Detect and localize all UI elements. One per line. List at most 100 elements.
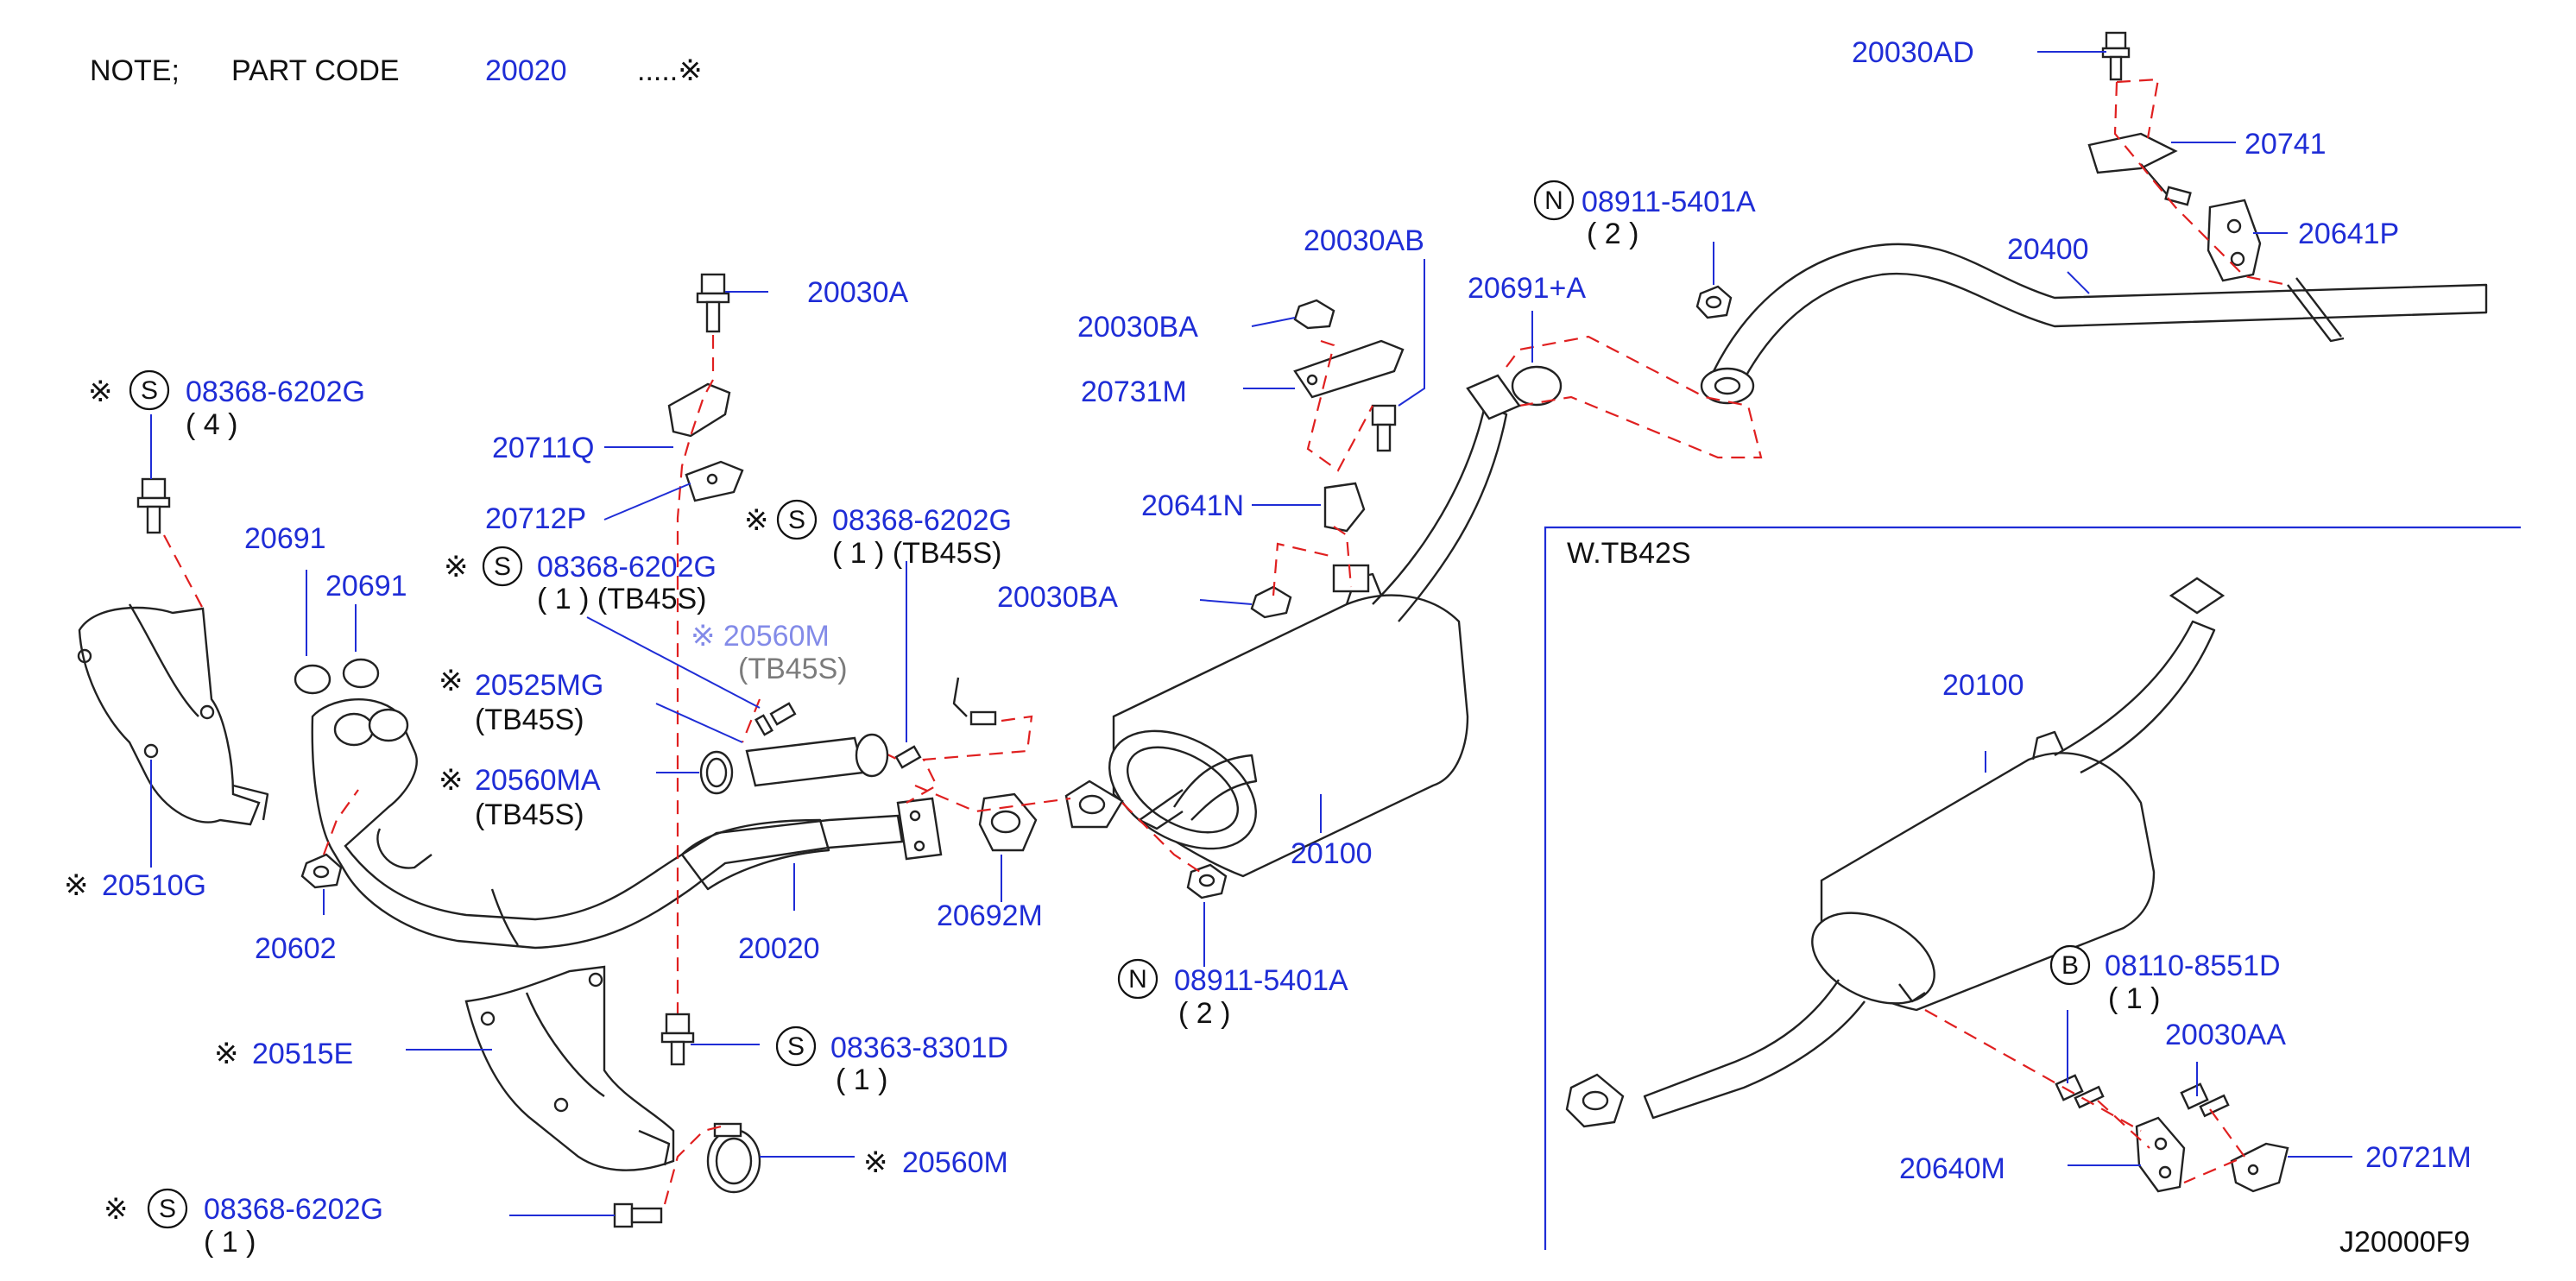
label-20691-a: 20691 [244, 522, 326, 555]
note-label: PART CODE [231, 54, 400, 87]
label-qty1-tb45s-b: ( 1 ) (TB45S) [537, 583, 706, 615]
label-20560M: 20560M [902, 1146, 1008, 1179]
label-08368-6202G-b: 08368-6202G [537, 551, 717, 584]
svg-text:※: ※ [863, 1146, 888, 1179]
bolt-20030A [696, 273, 730, 333]
svg-text:※: ※ [104, 1193, 129, 1226]
heat-shield-20510G [77, 603, 269, 826]
bolt-20030AD [2101, 31, 2131, 81]
rear-pipe-20400 [1700, 243, 2488, 405]
svg-text:S: S [494, 552, 511, 581]
svg-text:S: S [141, 376, 158, 405]
label-20510G: 20510G [102, 869, 206, 902]
label-tb45s-faded: (TB45S) [738, 653, 848, 685]
nut-20602 [300, 853, 343, 889]
clamp-20560M [706, 1122, 761, 1194]
label-20731M: 20731M [1081, 375, 1187, 408]
label-08911-5401A-top: 08911-5401A [1582, 186, 1756, 218]
rubber-hanger-20640M [2135, 1116, 2186, 1193]
label-20030A: 20030A [807, 276, 909, 309]
inset-title: W.TB42S [1567, 537, 1691, 570]
label-20560M-faded: ※ 20560M [691, 620, 830, 653]
oxygen-sensor-20611 [952, 677, 997, 726]
main-muffler-20100 [1064, 374, 1521, 878]
label-20640M: 20640M [1899, 1152, 2005, 1185]
nut-08911-5401A-top [1695, 285, 1733, 319]
label-20721M: 20721M [2365, 1141, 2472, 1174]
svg-text:※: ※ [64, 869, 89, 902]
bolt-08363-8301D [660, 1013, 695, 1066]
nut-20030BA-top [1293, 299, 1335, 330]
label-20020: 20020 [738, 932, 820, 965]
label-qty2-bottom: ( 2 ) [1178, 997, 1230, 1030]
label-qty1-bottom: ( 1 ) [204, 1226, 256, 1259]
bolt-08368-6202G-left [136, 477, 171, 534]
label-tb45s-2: (TB45S) [475, 798, 584, 831]
label-20602: 20602 [255, 932, 337, 965]
label-tb45s-1: (TB45S) [475, 704, 584, 736]
note-prefix: NOTE; [90, 54, 180, 87]
bolt-08110-8551D [2055, 1074, 2105, 1109]
circle-symbols: N S S S N S S B [129, 180, 2091, 1229]
bolt-08368-6202G-bottom [613, 1202, 663, 1228]
label-qty1-tb45s-a: ( 1 ) (TB45S) [832, 537, 1001, 570]
bracket-20712P [685, 460, 744, 502]
clamp-20560MA [699, 733, 889, 795]
label-qty4: ( 4 ) [186, 408, 237, 441]
label-qty2-top: ( 2 ) [1587, 218, 1638, 250]
label-20712P: 20712P [485, 502, 586, 535]
leader-lines [150, 51, 2352, 1216]
label-08368-6202G-a: 08368-6202G [832, 504, 1012, 537]
label-20641N: 20641N [1141, 489, 1244, 522]
label-20515E: 20515E [252, 1038, 353, 1070]
label-20030AA: 20030AA [2165, 1019, 2286, 1051]
svg-text:N: N [1128, 965, 1147, 994]
label-20100: 20100 [1291, 837, 1373, 870]
front-pipe-20020 [311, 698, 943, 950]
svg-text:N: N [1544, 186, 1563, 215]
svg-text:※: ※ [88, 375, 113, 408]
label-20692M: 20692M [937, 899, 1043, 932]
label-20560MA: 20560MA [475, 764, 601, 797]
rubber-mount-20641N [1323, 482, 1370, 593]
svg-text:※: ※ [214, 1038, 239, 1070]
bracket-20741 [2087, 132, 2192, 206]
gasket-20691-b [342, 658, 380, 689]
svg-text:B: B [2061, 951, 2079, 980]
rubber-hanger-20641P [2207, 199, 2262, 282]
bolt-08368-6202G-b [894, 745, 922, 769]
nut-08911-5401A-bottom [1186, 863, 1228, 899]
svg-text:S: S [788, 506, 805, 534]
label-20741: 20741 [2245, 128, 2327, 161]
svg-text:S: S [159, 1195, 176, 1223]
label-20030BA-top: 20030BA [1077, 311, 1198, 344]
label-qty1-08363: ( 1 ) [836, 1063, 887, 1096]
bolt-20030AB [1371, 404, 1397, 452]
note-code: 20020 [485, 54, 567, 87]
label-20691-b: 20691 [325, 570, 407, 603]
label-08110-8551D: 08110-8551D [2105, 950, 2281, 982]
gasket-20691A [1511, 365, 1563, 407]
svg-text:※: ※ [444, 551, 469, 584]
star-markers: ※ ※ ※ ※ ※ ※ ※ ※ ※ [64, 375, 888, 1226]
svg-text:S: S [787, 1032, 805, 1061]
svg-text:※: ※ [744, 504, 769, 537]
label-20691A: 20691+A [1468, 272, 1586, 305]
label-08363-8301D: 08363-8301D [830, 1032, 1008, 1064]
label-qty1-08110: ( 1 ) [2108, 982, 2160, 1015]
label-20030BA-mid: 20030BA [997, 581, 1118, 614]
svg-text:※: ※ [439, 764, 464, 797]
nut-20030BA-mid [1250, 585, 1292, 619]
heat-shield-20515E [464, 965, 675, 1171]
bracket-20731M [1293, 339, 1405, 399]
svg-text:※: ※ [439, 665, 464, 697]
gasket-20691-a [294, 664, 331, 695]
label-08368-6202G-left: 08368-6202G [186, 375, 365, 408]
label-20711Q: 20711Q [492, 432, 594, 464]
drawing-code: J20000F9 [2339, 1226, 2470, 1259]
gasket-20692M [978, 792, 1038, 852]
note-suffix: .....※ [637, 54, 703, 87]
bolt-08368-6202G-a [754, 702, 797, 736]
bolt-20030AA [2180, 1082, 2230, 1118]
